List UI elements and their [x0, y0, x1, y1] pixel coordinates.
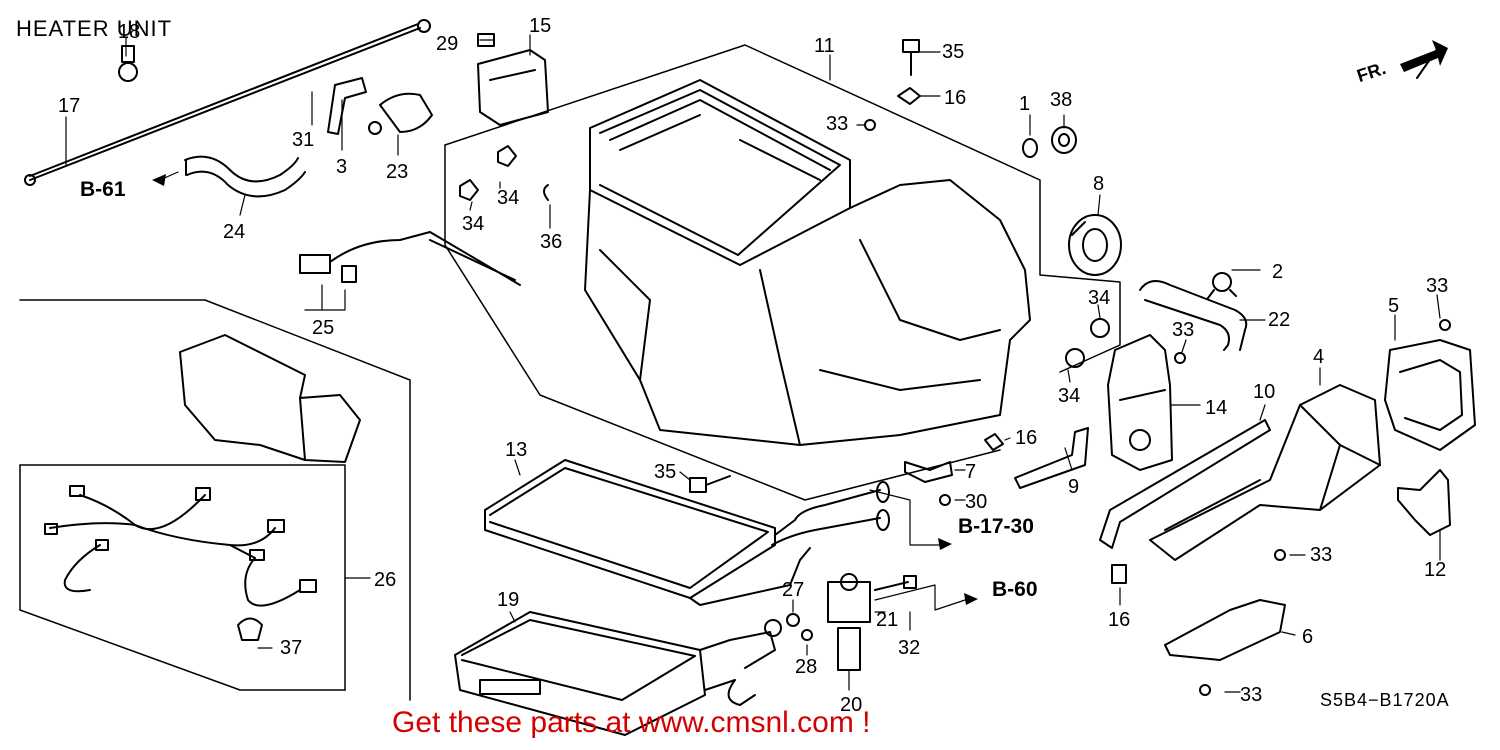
grommet-8 [1068, 214, 1122, 276]
reference-arrows [152, 174, 978, 605]
cover-6 [1164, 599, 1286, 661]
callout-21: 21 [876, 609, 899, 631]
callout-35-a: 35 [942, 41, 965, 63]
nut-38 [1051, 126, 1077, 154]
diagram-code: S5B4−B1720A [1320, 690, 1450, 710]
heater-housing-11 [584, 79, 1031, 446]
cover-5 [1384, 339, 1476, 451]
expansion-valve-21 [827, 573, 871, 671]
clip-16-lower [1111, 564, 1127, 584]
connector-25 [299, 231, 521, 286]
callout-10: 10 [1253, 381, 1276, 403]
callout-38: 38 [1050, 89, 1073, 111]
callout-31: 31 [292, 129, 315, 151]
o-ring-28 [801, 629, 813, 641]
ref-b1730: B-17-30 [958, 515, 1034, 538]
fasteners [459, 39, 1451, 696]
callout-24: 24 [223, 221, 246, 243]
bolt-35-lower [689, 475, 731, 493]
callout-36: 36 [540, 231, 563, 253]
callout-7: 7 [965, 461, 977, 483]
callout-12: 12 [1424, 559, 1447, 581]
clip-18 [118, 45, 138, 82]
callout-26: 26 [374, 569, 397, 591]
callout-16-c: 16 [1108, 609, 1131, 631]
callout-27: 27 [782, 579, 805, 601]
mode-motor-14 [1107, 334, 1173, 471]
callout-33-b: 33 [1172, 319, 1195, 341]
callout-33-d: 33 [1310, 544, 1333, 566]
callout-32: 32 [898, 637, 921, 659]
callout-34-a: 34 [497, 187, 520, 209]
callout-17: 17 [58, 95, 81, 117]
hose-22 [1139, 280, 1248, 351]
seal-12 [1397, 469, 1451, 536]
callout-22: 22 [1268, 309, 1291, 331]
wire-harness-26 [44, 485, 317, 641]
callout-4: 4 [1313, 346, 1325, 368]
control-rod-17 [24, 19, 431, 186]
callout-16-a: 16 [944, 87, 967, 109]
callout-18: 18 [118, 21, 141, 43]
callout-1: 1 [1019, 93, 1031, 115]
callout-37: 37 [280, 637, 303, 659]
washer-1 [1022, 138, 1038, 158]
callout-16-b: 16 [1015, 427, 1038, 449]
evaporator-19 [454, 611, 782, 736]
bolt-32 [874, 575, 917, 591]
front-arrow-icon [1400, 40, 1448, 72]
callout-33-e: 33 [1240, 684, 1263, 706]
callout-29: 29 [436, 33, 459, 55]
callout-15: 15 [529, 15, 552, 37]
callout-13: 13 [505, 439, 528, 461]
callout-14: 14 [1205, 397, 1228, 419]
bracket-3 [327, 77, 367, 135]
callout-33-c: 33 [1426, 275, 1449, 297]
link-9 [1014, 427, 1089, 489]
callout-28: 28 [795, 656, 818, 678]
callout-35-b: 35 [654, 461, 677, 483]
callout-20: 20 [840, 694, 863, 716]
callout-34-d: 34 [1058, 385, 1081, 407]
callout-11: 11 [814, 35, 835, 57]
callout-34-b: 34 [462, 213, 485, 235]
valve-23 [368, 92, 433, 135]
ref-b61: B-61 [80, 178, 126, 201]
callout-6: 6 [1302, 626, 1314, 648]
diagram-title: HEATER UNIT [16, 16, 173, 41]
bracket-7 [904, 461, 953, 483]
clip-2 [1207, 272, 1237, 299]
callout-5: 5 [1388, 295, 1400, 317]
callout-19: 19 [497, 589, 520, 611]
callout-30: 30 [965, 491, 988, 513]
drain-hose-24 [184, 155, 306, 198]
callout-23: 23 [386, 161, 409, 183]
leader-lines [65, 34, 1441, 693]
promo-text: Get these parts at www.cmsnl.com ! [392, 706, 871, 739]
ref-b60: B-60 [992, 578, 1038, 601]
callout-9: 9 [1068, 476, 1080, 498]
duct-piece [179, 334, 361, 463]
callout-2: 2 [1272, 261, 1284, 283]
duct-4 [1149, 384, 1381, 561]
callout-33-a: 33 [826, 113, 849, 135]
callout-25: 25 [312, 317, 335, 339]
o-ring-27 [786, 613, 800, 627]
callout-8: 8 [1093, 173, 1105, 195]
assembly-outline [19, 44, 1121, 701]
callout-34-c: 34 [1088, 287, 1111, 309]
callout-3: 3 [336, 156, 348, 178]
bracket-10 [1099, 419, 1271, 549]
